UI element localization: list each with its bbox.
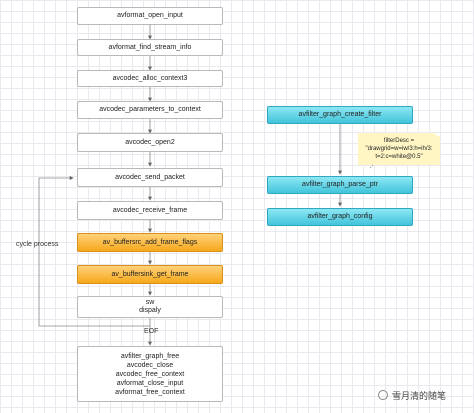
node-avcodec-send-packet: avcodec_send_packet — [77, 168, 223, 187]
node-label: avcodec_send_packet — [115, 173, 185, 181]
display-label: dispaly — [139, 307, 161, 314]
node-sw-display: sw dispaly — [77, 296, 223, 318]
node-avfilter-graph-parse-ptr: avfilter_graph_parse_ptr — [267, 176, 413, 194]
node-avcodec-receive-frame: avcodec_receive_frame — [77, 201, 223, 220]
node-avcodec-parameters-to-context: avcodec_parameters_to_context — [77, 101, 223, 119]
cleanup-line: avcodec_close — [126, 361, 174, 369]
watermark-icon — [378, 390, 388, 400]
node-label: avcodec_receive_frame — [112, 206, 188, 214]
node-avfilter-graph-config: avfilter_graph_config — [267, 208, 413, 226]
cleanup-line: avfilter_graph_free — [120, 352, 180, 360]
node-avcodec-open2: avcodec_open2 — [77, 133, 223, 152]
node-label: avcodec_open2 — [125, 138, 175, 146]
cleanup-line: avformat_close_input — [116, 379, 184, 387]
eof-label: EOF — [144, 328, 159, 335]
node-avformat-find-stream-info: avformat_find_stream_info — [77, 39, 223, 56]
note-line: t=2:c=white@0.5" — [375, 154, 423, 160]
note-line: filterDesc = — [383, 138, 415, 144]
node-av-buffersink-get-frame: av_buffersink_get_frame — [77, 265, 223, 284]
node-label: avfilter_graph_parse_ptr — [302, 181, 378, 188]
filter-desc-note: filterDesc = "drawgrid=w=iw/3:h=ih/3: t=… — [358, 133, 440, 165]
node-label: av_buffersink_get_frame — [111, 270, 189, 278]
node-label: avcodec_parameters_to_context — [99, 106, 201, 113]
cleanup-line: avformat_free_context — [115, 388, 185, 396]
cleanup-line: avcodec_free_context — [115, 370, 185, 378]
cycle-process-label: cycle process — [16, 241, 59, 248]
node-avcodec-alloc-context3: avcodec_alloc_context3 — [77, 70, 223, 87]
cycle-loop-arrow — [38, 176, 150, 327]
node-avformat-open-input: avformat_open_input — [77, 7, 223, 25]
node-label: avformat_open_input — [117, 12, 183, 19]
node-label: av_buffersrc_add_frame_flags — [102, 238, 198, 246]
node-label: avformat_find_stream_info — [108, 43, 192, 51]
node-cleanup: avfilter_graph_free avcodec_close avcode… — [77, 346, 223, 402]
node-label: avcodec_alloc_context3 — [112, 74, 188, 82]
note-line: "drawgrid=w=iw/3:h=ih/3: — [365, 146, 433, 152]
sw-label: sw — [145, 299, 155, 306]
watermark-text: 雪月清的随笔 — [392, 391, 447, 401]
node-label: avfilter_graph_create_filter — [298, 111, 382, 118]
node-label: avfilter_graph_config — [307, 213, 373, 220]
node-av-buffersrc-add-frame-flags: av_buffersrc_add_frame_flags — [77, 233, 223, 252]
node-avfilter-graph-create-filter: avfilter_graph_create_filter — [267, 106, 413, 124]
